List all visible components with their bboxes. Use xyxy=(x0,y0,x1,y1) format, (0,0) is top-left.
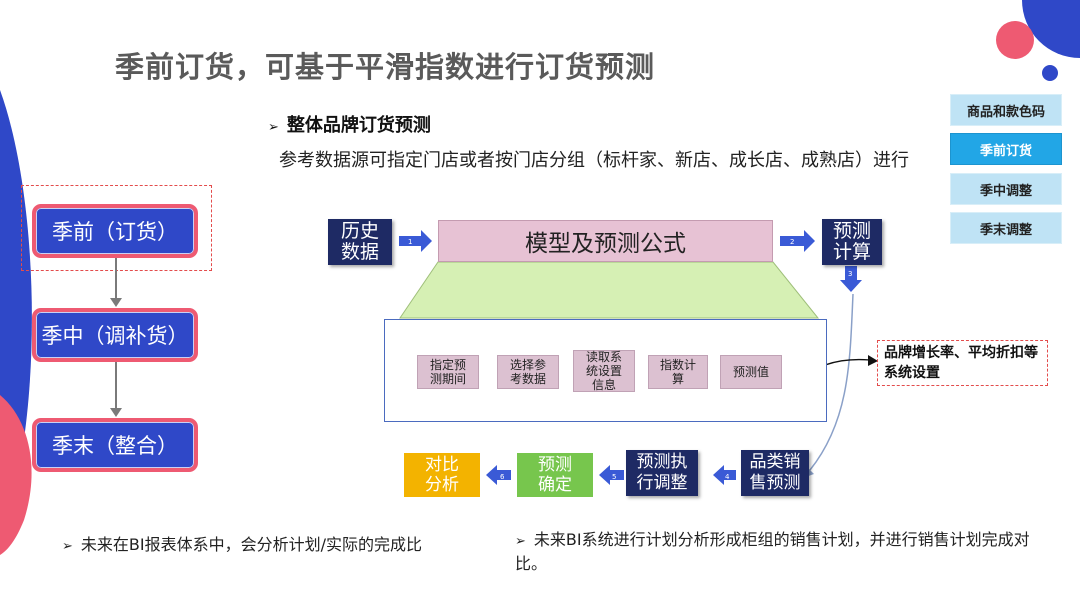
system-settings-callout: 品牌增长率、平均折扣等系统设置 xyxy=(877,340,1048,386)
forecast-adjust-box: 预测执 行调整 xyxy=(626,450,698,496)
section-heading: ➢ 整体品牌订货预测 xyxy=(268,111,431,137)
arrow-5-icon: 5 xyxy=(599,465,624,485)
svg-text:1: 1 xyxy=(408,238,412,246)
nav-item-preseason-order[interactable]: 季前订货 xyxy=(950,133,1062,165)
step-reference-data: 选择参 考数据 xyxy=(497,355,559,389)
nav-item-midseason-adjust[interactable]: 季中调整 xyxy=(950,173,1062,205)
season-midseason[interactable]: 季中（调补货） xyxy=(32,308,198,362)
forecast-calc-box: 预测 计算 xyxy=(822,219,882,265)
season-preseason[interactable]: 季前（订货） xyxy=(32,204,198,258)
arrow-4-icon: 4 xyxy=(713,465,736,485)
arrow-3-icon: 3 xyxy=(840,266,862,292)
flow-line-2 xyxy=(115,362,117,408)
nav-item-sku[interactable]: 商品和款色码 xyxy=(950,94,1062,126)
left-red-arc xyxy=(0,395,32,555)
svg-text:2: 2 xyxy=(790,238,794,246)
arrowhead-bullet-icon: ➢ xyxy=(62,539,73,554)
compare-analysis-box: 对比 分析 xyxy=(404,453,480,497)
top-right-blue-circle xyxy=(1022,0,1080,58)
arrow-1-icon: 1 xyxy=(399,230,432,252)
history-data-box: 历史 数据 xyxy=(328,219,392,265)
note-right: ➢未来BI系统进行计划分析形成柜组的销售计划，并进行销售计划完成对比。 xyxy=(515,529,1055,575)
top-right-small-blue-circle xyxy=(1042,65,1058,81)
note-left-text: 未来在BI报表体系中，会分析计划/实际的完成比 xyxy=(80,535,422,554)
season-endseason[interactable]: 季末（整合） xyxy=(32,418,198,472)
svg-text:5: 5 xyxy=(612,473,616,481)
flow-arrow-2-icon xyxy=(110,408,122,417)
model-formula-box: 模型及预测公式 xyxy=(438,220,773,262)
flow-arrow-1-icon xyxy=(110,298,122,307)
step-index-calc: 指数计 算 xyxy=(648,355,708,389)
arrow-6-icon: 6 xyxy=(486,465,511,485)
svg-text:3: 3 xyxy=(848,270,852,278)
category-forecast-box: 品类销 售预测 xyxy=(741,450,809,496)
model-trapezoid xyxy=(399,261,820,319)
section-heading-text: 整体品牌订货预测 xyxy=(286,115,431,136)
note-right-text: 未来BI系统进行计划分析形成柜组的销售计划，并进行销售计划完成对比。 xyxy=(515,530,1030,573)
svg-text:6: 6 xyxy=(500,473,505,481)
svg-text:4: 4 xyxy=(725,473,730,481)
arrow-2-icon: 2 xyxy=(780,230,815,252)
step-read-settings: 读取系 统设置 信息 xyxy=(573,350,635,392)
section-description: 参考数据源可指定门店或者按门店分组（标杆家、新店、成长店、成熟店）进行 xyxy=(279,150,909,171)
arrowhead-bullet-icon: ➢ xyxy=(515,534,526,549)
top-right-red-circle xyxy=(996,21,1034,59)
page-title: 季前订货，可基于平滑指数进行订货预测 xyxy=(115,50,656,84)
step-forecast-value: 预测值 xyxy=(720,355,782,389)
nav-item-endseason-adjust[interactable]: 季末调整 xyxy=(950,212,1062,244)
note-left: ➢ 未来在BI报表体系中，会分析计划/实际的完成比 xyxy=(62,534,502,558)
flow-line-1 xyxy=(115,258,117,298)
connector-curve xyxy=(809,293,854,471)
callout-arrowhead xyxy=(868,355,878,366)
step-period: 指定预 测期间 xyxy=(417,355,479,389)
forecast-confirm-box: 预测 确定 xyxy=(517,453,593,497)
arrowhead-bullet-icon: ➢ xyxy=(268,120,279,135)
